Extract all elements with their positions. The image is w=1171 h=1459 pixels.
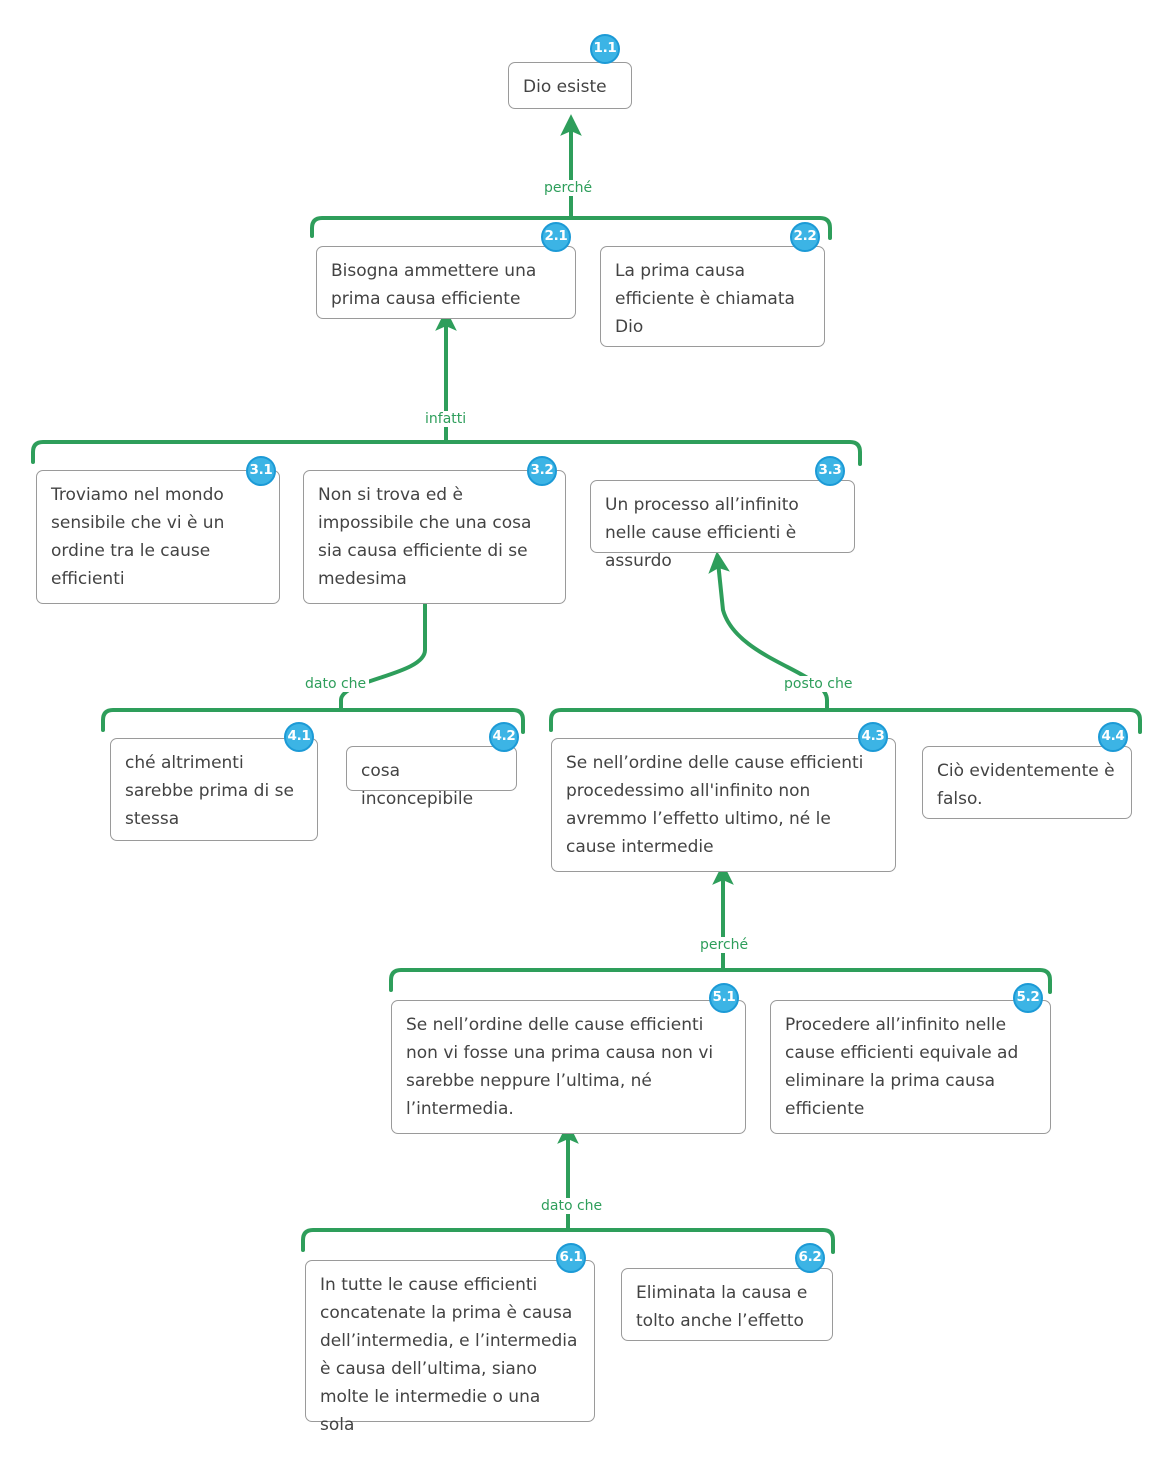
badge-1-1: 1.1 <box>590 34 620 64</box>
node-text: Eliminata la causa e tolto anche l’effet… <box>636 1283 808 1331</box>
node-text: Non si trova ed è impossibile che una co… <box>318 485 532 589</box>
badge-2-2: 2.2 <box>790 222 820 252</box>
node-text: Un processo all’infinito nelle cause eff… <box>605 495 799 571</box>
badge-5-1: 5.1 <box>709 983 739 1013</box>
node-text: Dio esiste <box>523 77 607 97</box>
node-text: Se nell’ordine delle cause efficienti no… <box>406 1015 714 1119</box>
node-text: Troviamo nel mondo sensibile che vi è un… <box>51 485 225 589</box>
edge-label-dato-che-4-3: dato che <box>302 676 370 692</box>
badge-4-1: 4.1 <box>284 722 314 752</box>
node-4-4[interactable]: Ciò evidentemente è falso. <box>922 746 1132 819</box>
edge-label-posto-che-4-3: posto che <box>781 676 856 692</box>
node-3-3[interactable]: Un processo all’infinito nelle cause eff… <box>590 480 855 571</box>
badge-4-2: 4.2 <box>489 722 519 752</box>
node-6-2[interactable]: Eliminata la causa e tolto anche l’effet… <box>621 1268 833 1341</box>
badge-4-3: 4.3 <box>858 722 888 752</box>
badge-4-4: 4.4 <box>1098 722 1128 752</box>
node-4-2[interactable]: cosa inconcepibile <box>346 746 517 809</box>
node-text: La prima causa efficiente è chiamata Dio <box>615 261 795 337</box>
bracket-level-2 <box>310 216 832 240</box>
bracket-level-4-right <box>549 708 1142 734</box>
badge-2-1: 2.1 <box>541 222 571 252</box>
node-3-1[interactable]: Troviamo nel mondo sensibile che vi è un… <box>36 470 280 604</box>
node-5-2[interactable]: Procedere all’infinito nelle cause effic… <box>770 1000 1051 1134</box>
node-5-1[interactable]: Se nell’ordine delle cause efficienti no… <box>391 1000 746 1134</box>
edge-4-to-3-2 <box>339 602 427 712</box>
badge-5-2: 5.2 <box>1013 983 1043 1013</box>
badge-3-2: 3.2 <box>527 456 557 486</box>
node-3-2[interactable]: Non si trova ed è impossibile che una co… <box>303 470 566 604</box>
edge-label-perche-2-1: perché <box>541 180 596 196</box>
node-4-1[interactable]: ché altrimenti sarebbe prima di se stess… <box>110 738 318 841</box>
badge-3-1: 3.1 <box>246 456 276 486</box>
node-2-2[interactable]: La prima causa efficiente è chiamata Dio <box>600 246 825 347</box>
edge-label-perche-5-4: perché <box>697 937 752 953</box>
bracket-level-3 <box>31 440 862 466</box>
node-text: Procedere all’infinito nelle cause effic… <box>785 1015 1019 1119</box>
badge-6-2: 6.2 <box>795 1243 825 1273</box>
badge-3-3: 3.3 <box>815 456 845 486</box>
badge-6-1: 6.1 <box>556 1243 586 1273</box>
node-6-1[interactable]: In tutte le cause efficienti concatenate… <box>305 1260 595 1435</box>
edge-label-dato-che-6-5: dato che <box>538 1198 606 1214</box>
node-text: cosa inconcepibile <box>361 761 474 809</box>
node-2-1[interactable]: Bisogna ammettere una prima causa effici… <box>316 246 576 319</box>
edge-label-infatti-3-2: infatti <box>422 411 470 427</box>
node-text: ché altrimenti sarebbe prima di se stess… <box>125 753 294 829</box>
node-4-3[interactable]: Se nell’ordine delle cause efficienti pr… <box>551 738 896 872</box>
node-text: Ciò evidentemente è falso. <box>937 761 1115 809</box>
bracket-level-4-left <box>101 708 525 734</box>
node-text: In tutte le cause efficienti concatenate… <box>320 1275 578 1435</box>
node-text: Se nell’ordine delle cause efficienti pr… <box>566 753 864 857</box>
node-text: Bisogna ammettere una prima causa effici… <box>331 261 537 309</box>
node-1-1[interactable]: Dio esiste <box>508 62 632 109</box>
